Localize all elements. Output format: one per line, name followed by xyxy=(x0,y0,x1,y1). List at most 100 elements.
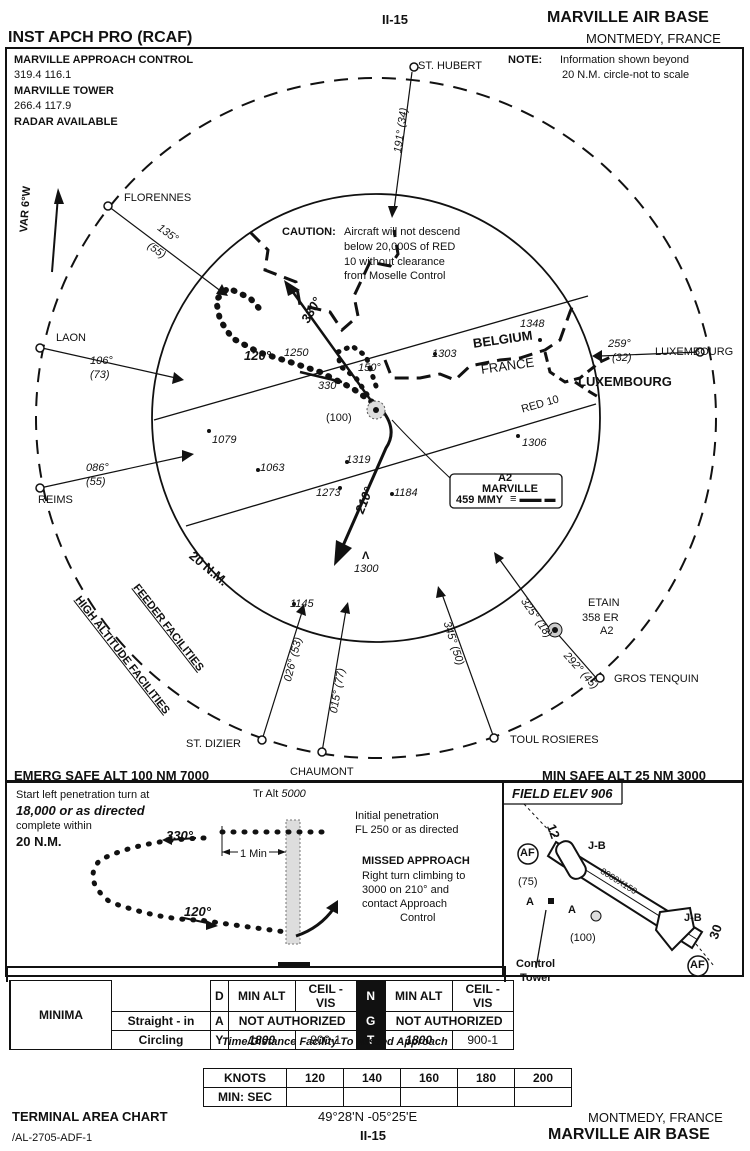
missed-approach-arrow xyxy=(295,907,336,938)
procedure-turn-track xyxy=(335,343,381,405)
circling-day-alt: 1800 xyxy=(227,1030,296,1050)
missed-line-3: contact Approach xyxy=(362,898,448,910)
chaumont-label: CHAUMONT xyxy=(290,766,354,778)
luxembourg-label: LUXEMBOURG xyxy=(655,346,734,358)
beacon-icon xyxy=(590,910,602,922)
morse-icon: ≡ ▬▬ ▬ xyxy=(510,493,556,505)
inbound-120-line xyxy=(299,370,343,384)
initial-penetration-1: Initial penetration xyxy=(355,810,439,822)
beacon-leader xyxy=(391,419,451,479)
page-number: II-15 xyxy=(382,12,409,27)
timing-table: KNOTS 120 140 160 180 200 MIN: SEC xyxy=(203,1068,572,1107)
missed-line-4: Control xyxy=(400,912,436,924)
outbound-330-line xyxy=(288,287,374,403)
radial-toul xyxy=(441,593,495,739)
knots-label: KNOTS xyxy=(203,1068,287,1088)
af-south-circle xyxy=(687,955,709,977)
missed-line-2: 3000 on 210° and xyxy=(362,884,449,896)
profile-start-line-1: Start left penetration turn at xyxy=(16,789,150,801)
runway-symbol xyxy=(278,962,310,968)
minima-ngt-n: N xyxy=(355,980,386,1012)
caution-line-4: from Moselle Control xyxy=(344,270,446,282)
st-dizier-label: ST. DIZIER xyxy=(186,738,242,750)
circling-night-alt: 1800 xyxy=(384,1030,453,1050)
missed-line-1: Right turn climbing to xyxy=(362,870,466,882)
missed-210-arrowhead xyxy=(334,540,352,566)
radial-label-lux-dist: (32) xyxy=(612,352,632,364)
etain-frequency: 358 ER xyxy=(582,612,619,624)
profile-120-label: 120° xyxy=(184,904,211,919)
profile-start-line-3: complete within xyxy=(16,820,92,832)
footer-page: II-15 xyxy=(360,1128,387,1143)
reims-symbol xyxy=(35,483,45,493)
border-belgium-france xyxy=(383,299,577,382)
knots-120: 120 xyxy=(286,1068,344,1088)
jb-north-label: J-B xyxy=(588,840,606,852)
etain-ident: A2 xyxy=(600,625,614,637)
beacon-height: (100) xyxy=(326,412,352,424)
elev-1300: 1300 xyxy=(354,563,379,575)
lower-frame xyxy=(5,781,744,977)
etain-label: ETAIN xyxy=(588,597,620,609)
comms-line-2: 319.4 116.1 xyxy=(14,69,72,81)
penetration-turn-dotted xyxy=(90,835,289,935)
footer-coordinates: 49°28'N -05°25'E xyxy=(318,1109,418,1124)
radial-st-dizier xyxy=(261,611,303,741)
minima-ngt-t: T xyxy=(355,1030,386,1050)
st-dizier-symbol xyxy=(257,735,267,745)
toul-label: TOUL ROSIERES xyxy=(510,734,599,746)
minimum-safe-altitude: MIN SAFE ALT 25 NM 3000 xyxy=(542,768,706,783)
jb-barrier-south xyxy=(654,906,696,952)
emergency-safe-altitude: EMERG SAFE ALT 100 NM 7000 xyxy=(14,768,210,783)
transition-altitude: Tr Alt 5000 xyxy=(253,788,306,800)
minima-col-a: A xyxy=(210,1011,229,1031)
timing-title: Time/Distance Facility To Missed Approac… xyxy=(222,1036,448,1048)
af-south-label: AF xyxy=(690,959,705,971)
red10-upper-line xyxy=(153,295,589,421)
penetration-track xyxy=(212,284,375,405)
comms-line-1: MARVILLE APPROACH CONTROL xyxy=(14,54,194,66)
st-hubert-symbol xyxy=(409,62,419,72)
elev-1348: 1348 xyxy=(520,318,545,330)
radial-label-laon-dist: (73) xyxy=(90,369,110,381)
minima-col-y: Y xyxy=(210,1030,229,1050)
minima-table: MINIMA D MIN ALT CEIL - VIS N MIN ALT CE… xyxy=(9,980,514,1050)
radial-label-reims: 086° xyxy=(86,462,109,474)
straight-night-not-authorized: NOT AUTHORIZED xyxy=(384,1011,514,1031)
border-luxembourg xyxy=(543,351,616,384)
border-lux-south xyxy=(574,380,601,400)
field-elevation: FIELD ELEV 906 xyxy=(512,786,613,801)
initial-penetration-2: FL 250 or as directed xyxy=(355,824,459,836)
obstruction-a: A xyxy=(526,896,534,908)
elev-1319: 1319 xyxy=(346,454,371,466)
procedure-title: INST APCH PRO (RCAF) xyxy=(8,29,193,46)
minima-header-ceil-2: CEIL - VIS xyxy=(451,980,514,1012)
knots-160: 160 xyxy=(400,1068,458,1088)
course-330b-label: 330° xyxy=(318,380,341,392)
circling-night-ceil: 900-1 xyxy=(451,1030,514,1050)
beacon-box xyxy=(449,473,563,509)
lower-panels xyxy=(5,781,744,977)
knots-180: 180 xyxy=(457,1068,515,1088)
var-arrow xyxy=(51,195,59,273)
missed-approach-title: MISSED APPROACH xyxy=(362,855,470,867)
comms-line-4: 266.4 117.9 xyxy=(14,100,72,112)
caution-line-3: 10 without clearance xyxy=(344,256,445,268)
control-tower-label-1: Control xyxy=(516,958,556,970)
minima-header-minalt-1: MIN ALT xyxy=(227,980,296,1012)
control-tower-label-2: Tower xyxy=(520,972,552,984)
missed-210-line xyxy=(340,409,393,549)
knots-140: 140 xyxy=(343,1068,401,1088)
florennes-label: FLORENNES xyxy=(124,192,192,204)
caution-line-1: Aircraft will not descend xyxy=(344,226,461,238)
reims-label: REIMS xyxy=(38,494,73,506)
minima-circling: Circling xyxy=(111,1030,211,1050)
laon-label: LAON xyxy=(56,332,86,344)
note-line-2: 20 N.M. circle-not to scale xyxy=(562,69,690,81)
jb-south-label: J-B xyxy=(684,912,702,924)
radial-luxembourg xyxy=(599,351,701,357)
minima-straight-in: Straight - in xyxy=(111,1011,211,1031)
airport-location: MONTMEDY, FRANCE xyxy=(586,31,721,46)
profile-start-line-2: 18,000 or as directed xyxy=(16,803,145,818)
florennes-symbol xyxy=(103,201,113,211)
